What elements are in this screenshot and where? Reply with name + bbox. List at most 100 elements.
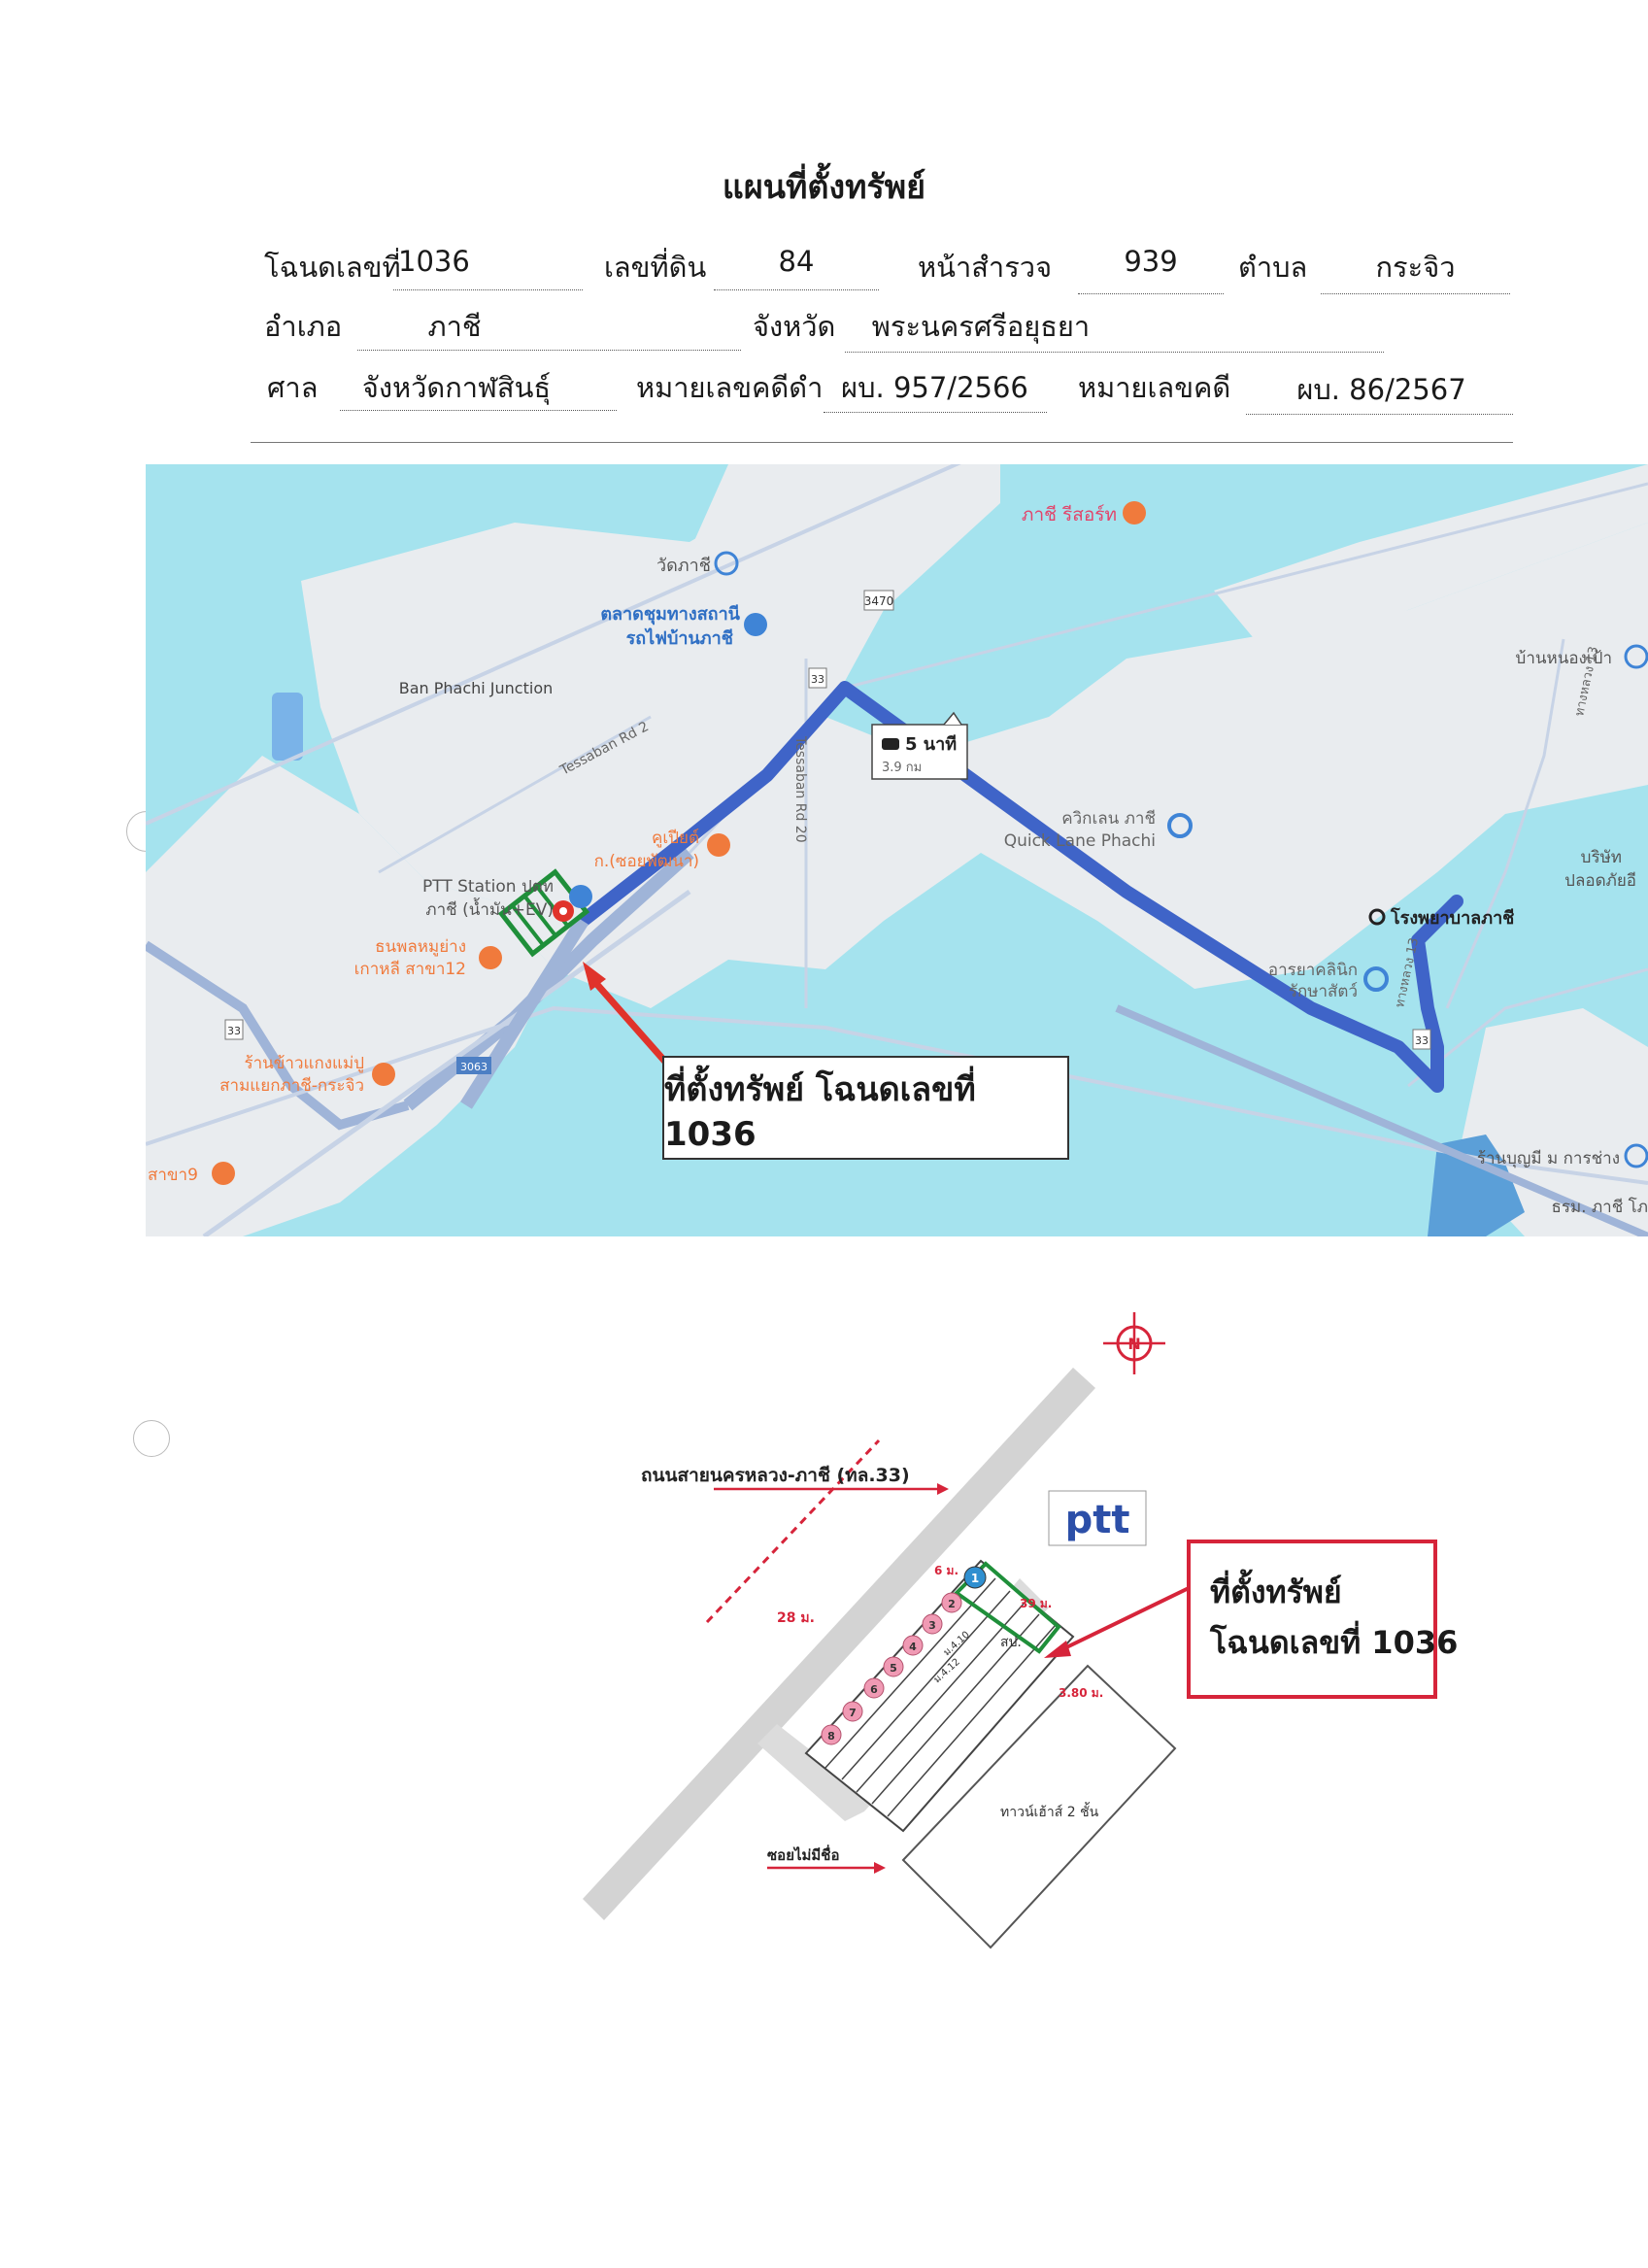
document-title: แผนที่ตั้งทรัพย์ — [722, 168, 926, 207]
travel-time: 5 นาที — [905, 734, 957, 755]
place-label: ภาชี รีสอร์ท — [1022, 504, 1117, 525]
place-label: PTT Station ปตท — [422, 877, 554, 897]
lake — [272, 693, 303, 761]
route-badge-text: 3063 — [460, 1061, 488, 1073]
travel-distance: 3.9 กม — [882, 761, 922, 775]
code-label: สป. — [1000, 1635, 1022, 1650]
main-road — [583, 1368, 1095, 1920]
punch-hole — [133, 1420, 170, 1457]
route-badge-text: 33 — [1415, 1034, 1429, 1047]
road-label: ถนนสายนครหลวง-ภาชี (ทล.33) — [641, 1465, 910, 1486]
lot-marker — [963, 1566, 987, 1589]
place-label: บริษัท — [1581, 848, 1622, 867]
lot-number: 1 — [971, 1572, 979, 1585]
restaurant-icon — [372, 1063, 395, 1086]
place-label: ธนพลหมูย่าง — [375, 937, 466, 957]
place-label: วัดภาชี — [656, 556, 711, 576]
place-label: อารยาคลินิก — [1268, 961, 1358, 980]
clinic-icon — [1363, 966, 1389, 992]
townhouse-label: ทาวน์เฮ้าส์ 2 ชั้น — [1000, 1802, 1099, 1820]
place-label: ปลอดภัยอี — [1564, 871, 1636, 891]
place-label: รักษาสัตว์ — [1289, 982, 1358, 1001]
subdistrict-label: ตำบล — [1238, 251, 1308, 284]
court-label: ศาล — [267, 371, 319, 404]
arrow-line — [589, 976, 668, 1065]
province-label: จังหวัด — [753, 310, 836, 343]
province-value: พระนครศรีอยุธยา — [871, 310, 1091, 343]
deed-no-label: โฉนดเลขที่ — [264, 251, 401, 284]
route-badge-text: 33 — [227, 1025, 241, 1037]
place-label: คูเปียต์ — [652, 829, 699, 848]
resort-icon — [1123, 501, 1146, 525]
land-no-value: 84 — [778, 245, 815, 278]
survey-page-value: 939 — [1124, 245, 1178, 278]
route-badge — [456, 1057, 491, 1074]
red-pin — [553, 900, 574, 922]
lot-number: 4 — [909, 1641, 917, 1653]
place-label: ตลาดชุมทางสถานี — [600, 604, 740, 626]
dimension-label: 39 ม. — [1020, 1597, 1052, 1610]
restaurant-icon — [479, 946, 502, 969]
place-label: ก.(ซอยพัฒนา) — [594, 852, 699, 871]
place-label: ควิกเลน ภาชี — [1061, 809, 1156, 829]
restaurant-icon — [212, 1162, 235, 1185]
place-label: ธรม. ภาชี โภ — [1551, 1197, 1648, 1217]
lot-number: 5 — [890, 1662, 897, 1675]
land-no-label: เลขที่ดิน — [604, 251, 707, 284]
place-label: สามแยกภาชี-กระจิว — [219, 1076, 364, 1096]
place-label: สาขา9 — [148, 1166, 198, 1185]
temple-icon — [714, 551, 739, 576]
location-map: 3470 33 33 33 3063 ภาชี รีสอร์ท วัดภาชี … — [146, 464, 1648, 1236]
lot-number: 3 — [928, 1619, 936, 1632]
dimension-label: 3.80 ม. — [1059, 1686, 1103, 1700]
arrow-head — [583, 962, 606, 991]
map-callout: ที่ตั้งทรัพย์ โฉนดเลขที่ 1036 — [662, 1056, 1069, 1160]
district-value: ภาชี — [427, 310, 482, 343]
market-icon — [744, 613, 767, 636]
box-arrow-line — [1058, 1586, 1190, 1653]
red-case-value: ผบ. 86/2567 — [1296, 373, 1466, 406]
road-label: Tessaban Rd 20 — [792, 735, 808, 843]
lake — [1428, 1134, 1525, 1236]
place-label: บ้านหนองเป้า — [1516, 649, 1612, 668]
place-label: ภาชี (น้ำมัน+EV) — [425, 897, 554, 920]
lot-number: 6 — [870, 1683, 878, 1696]
compass-letter: N — [1127, 1335, 1140, 1353]
place-label: Quick Lane Phachi — [1004, 831, 1156, 851]
quicklane-icon — [1167, 813, 1193, 838]
cafe-icon — [707, 833, 730, 857]
road-33 — [146, 940, 410, 1131]
place-label: ร้านข้าวแกงแม่ปู — [244, 1054, 364, 1073]
travel-time-box: 5 นาที 3.9 กม — [871, 711, 968, 780]
route-badge-text: 3470 — [864, 594, 894, 608]
place-label: ร้านบุญมี ม การช่าง — [1477, 1149, 1620, 1168]
compass-icon: N — [1103, 1312, 1165, 1374]
box-arrow-head — [1044, 1641, 1071, 1658]
village-icon — [1624, 644, 1648, 669]
place-label: รถไฟบ้านภาชี — [626, 627, 733, 649]
hospital-label: โรงพยาบาลภาชี — [1390, 907, 1514, 929]
survey-page-label: หน้าสำรวจ — [918, 251, 1053, 284]
subject-box: ที่ตั้งทรัพย์ โฉนดเลขที่ 1036 — [1187, 1540, 1458, 1699]
ptt-logo: ptt — [1048, 1490, 1147, 1546]
deed-no-value: 1036 — [398, 245, 470, 278]
place-label: Ban Phachi Junction — [399, 679, 554, 697]
land-area — [146, 756, 554, 1236]
black-case-value: ผบ. 957/2566 — [841, 371, 1028, 404]
road-width-line — [705, 1439, 881, 1624]
place-label: เกาหลี สาขา12 — [354, 960, 466, 979]
brand-text: ptt — [1065, 1498, 1130, 1542]
court-value: จังหวัดกาฬสินธุ์ — [361, 371, 552, 404]
black-case-label: หมายเลขคดีดำ — [636, 371, 824, 404]
width-label: 28 ม. — [777, 1610, 815, 1626]
district-label: อำเภอ — [264, 310, 343, 343]
subject-box-line1: ที่ตั้งทรัพย์ — [1210, 1574, 1342, 1610]
route-badge — [863, 590, 894, 611]
route-badge-text: 33 — [811, 673, 824, 686]
gas-station-icon — [569, 885, 592, 908]
lot-number: 8 — [827, 1730, 835, 1743]
dimension-label: 6 ม. — [934, 1564, 959, 1577]
site-plan: N 1 2 3 4 5 6 7 8 ถนนสายนครหลวง-ภาชี (ทล… — [583, 1312, 1190, 1949]
soi-label: ซอยไม่มีชื่อ — [767, 1845, 840, 1864]
red-case-label: หมายเลขคดี — [1078, 371, 1231, 404]
